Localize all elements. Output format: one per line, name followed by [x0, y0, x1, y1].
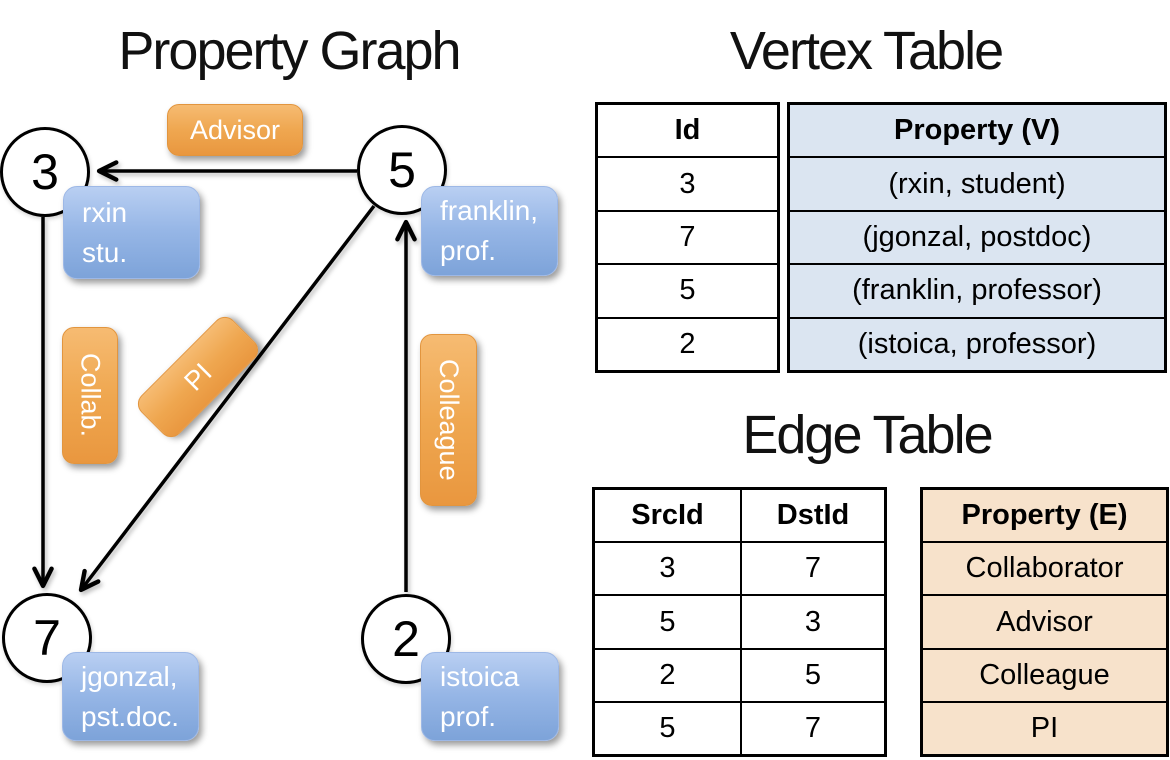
- edge-table-row: 3 7: [595, 543, 884, 597]
- vertex-table-property-cell: (istoica, professor): [790, 318, 1164, 371]
- vertex-table-id-cell: 3: [598, 158, 777, 212]
- node-5-id: 5: [388, 142, 416, 198]
- vertex-table-property-cell: (jgonzal, postdoc): [790, 211, 1164, 266]
- edge-table-dst-cell: 7: [804, 711, 822, 744]
- property-graph-title: Property Graph: [118, 21, 461, 81]
- vertex-property-line: pst.doc.: [81, 700, 180, 732]
- node-5: 5: [357, 125, 447, 215]
- edge-table-src-cell: 5: [595, 702, 742, 755]
- edge-table-dst-cell: 7: [804, 552, 822, 585]
- property-graph-panel: Property Graph 3 5 7 2 rxin stu. frankli…: [0, 21, 559, 741]
- vertex-table-property-cell: (rxin, student): [790, 158, 1164, 212]
- vertex-property-line: franklin,: [440, 195, 539, 227]
- edge-table-property-cell: PI: [923, 702, 1166, 755]
- vertex-property-box-7: jgonzal, pst.doc.: [62, 652, 199, 741]
- node-3-id: 3: [31, 144, 59, 200]
- edge-pi-line: [78, 204, 376, 593]
- vertex-property-line: rxin: [82, 196, 128, 228]
- edge-table-property-column: Property (E) Collaborator Advisor Collea…: [920, 487, 1169, 757]
- vertex-table-property-header: Property (V): [790, 105, 1164, 159]
- edge-table-property-cell: Advisor: [923, 596, 1166, 650]
- edge-table-row: 5 7: [595, 702, 884, 755]
- vertex-table-id-cell: 2: [679, 327, 696, 360]
- vertex-table-id-column: Id 3 7 5 2: [595, 102, 780, 373]
- edge-table-id-columns: SrcId DstId 3 7 5 3 2 5 5 7: [592, 487, 887, 757]
- edge-table-src-cell: 3: [595, 543, 742, 595]
- vertex-property-line: prof.: [440, 700, 497, 732]
- edge-table-title: Edge Table: [742, 405, 993, 465]
- edge-table-header-row: SrcId DstId: [595, 490, 884, 544]
- edge-label-collab: Collab.: [62, 327, 118, 464]
- vertex-property-box-2: istoica prof.: [421, 652, 559, 741]
- vertex-table-property-column: Property (V) (rxin, student) (jgonzal, p…: [787, 102, 1167, 373]
- edge-table-srcid-header: SrcId: [595, 490, 742, 542]
- edge-table-property-cell: Collaborator: [923, 543, 1166, 597]
- vertex-property-box-5: franklin, prof.: [421, 186, 558, 276]
- edge-table-row: 5 3: [595, 596, 884, 650]
- edge-table-dstid-header: DstId: [776, 499, 850, 532]
- node-7-id: 7: [33, 610, 61, 666]
- edge-table-src-cell: 2: [595, 649, 742, 701]
- vertex-table-id-header: Id: [598, 105, 777, 159]
- edge-label-advisor: Advisor: [167, 104, 303, 156]
- edge-table-property-cell: Colleague: [923, 649, 1166, 703]
- edge-label-colleague: Colleague: [420, 334, 477, 506]
- edge-table-src-cell: 5: [595, 596, 742, 648]
- edge-table-dst-cell: 3: [804, 605, 822, 638]
- vertex-property-line: jgonzal,: [81, 660, 178, 692]
- vertex-table-id-cell: 5: [598, 265, 777, 319]
- edge-table-row: 2 5: [595, 649, 884, 703]
- vertex-property-line: stu.: [82, 236, 128, 268]
- edge-table-dst-cell: 5: [804, 658, 822, 691]
- vertex-table-property-cell: (franklin, professor): [790, 265, 1164, 319]
- vertex-property-line: prof.: [440, 235, 497, 266]
- vertex-property-box-3: rxin stu.: [63, 186, 200, 279]
- graph-edges-layer: [32, 160, 417, 593]
- node-2: 2: [361, 594, 451, 684]
- vertex-table-id-cell: 7: [598, 212, 777, 266]
- edge-table-property-header: Property (E): [923, 490, 1166, 544]
- vertex-property-line: istoica: [440, 660, 520, 692]
- vertex-table-title: Vertex Table: [729, 21, 1004, 81]
- node-2-id: 2: [392, 611, 420, 667]
